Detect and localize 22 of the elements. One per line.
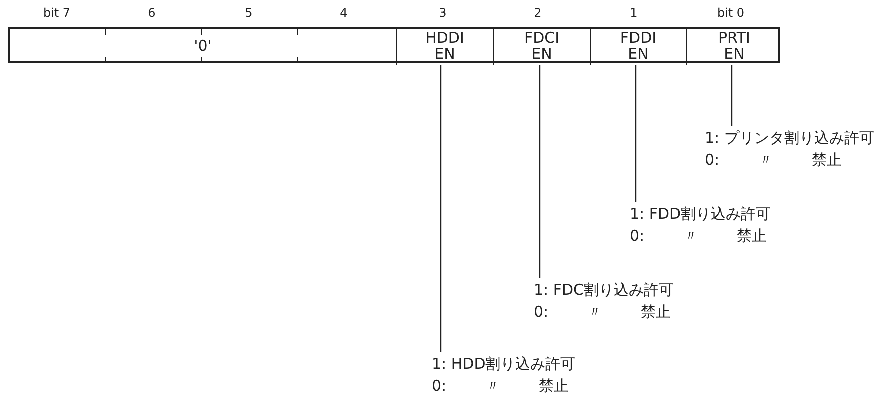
bit-number: 3 [439, 6, 447, 20]
bit-number: bit 7 [43, 6, 71, 20]
bit-field: HDDI EN [396, 29, 493, 65]
bit-description: 1: FDC割り込み許可 0: 〃 禁止 [534, 280, 674, 324]
bit-number: bit 0 [717, 6, 745, 20]
leader-line [731, 65, 733, 126]
bit-description: 1: HDD割り込み許可 0: 〃 禁止 [432, 354, 576, 398]
bit-field: '0' [10, 29, 396, 65]
bit-description: 1: FDD割り込み許可 0: 〃 禁止 [630, 204, 772, 248]
bit-description: 1: プリンタ割り込み許可 0: 〃 禁止 [705, 128, 874, 172]
bit-number: 4 [340, 6, 348, 20]
bit-number: 5 [245, 6, 253, 20]
bit-field: FDCI EN [493, 29, 590, 65]
bit-number: 1 [630, 6, 638, 20]
leader-line [539, 65, 541, 278]
register-box [8, 27, 780, 63]
bit-field: PRTI EN [686, 29, 782, 65]
leader-line [635, 65, 637, 202]
bit-number: 2 [534, 6, 542, 20]
bit-number: 6 [148, 6, 156, 20]
bit-field: FDDI EN [590, 29, 686, 65]
leader-line [440, 65, 442, 352]
